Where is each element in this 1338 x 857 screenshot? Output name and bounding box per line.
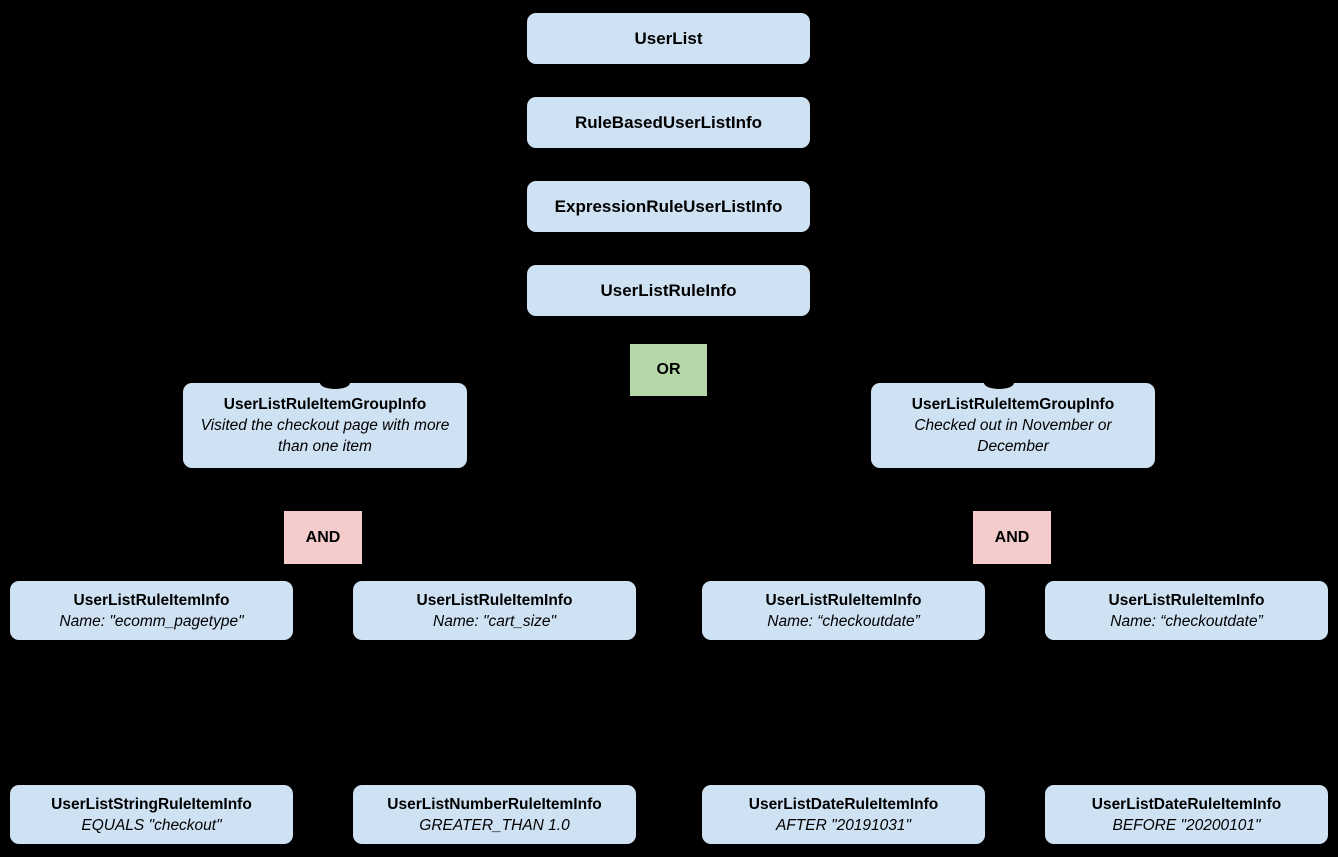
- rule-item-subtitle: Name: "ecomm_pagetype": [59, 612, 244, 630]
- rule-item-subtitle: Name: "cart_size": [433, 612, 556, 630]
- operand-title: UserListDateRuleItemInfo: [748, 795, 939, 813]
- node-userlistruleinfo: UserListRuleInfo: [527, 265, 810, 316]
- rule-item-subtitle: Name: “checkoutdate”: [767, 612, 920, 630]
- node-date-rule-item-before: UserListDateRuleItemInfo BEFORE "2020010…: [1045, 785, 1328, 844]
- operand-subtitle: AFTER "20191031": [775, 816, 912, 834]
- arrowhead-right-group: [984, 383, 1014, 389]
- and-operator-box-left: AND: [284, 511, 362, 564]
- group-left-description: Visited the checkout page with more than…: [200, 417, 450, 455]
- arrowhead-left-group: [320, 383, 350, 389]
- node-rule-item-group-right: UserListRuleItemGroupInfo Checked out in…: [871, 383, 1155, 468]
- group-right-description: Checked out in November or December: [914, 417, 1112, 455]
- or-operator-box: OR: [630, 344, 707, 396]
- node-string-rule-item: UserListStringRuleItemInfo EQUALS "check…: [10, 785, 293, 844]
- and-operator-left-label: AND: [305, 528, 341, 546]
- and-operator-box-right: AND: [973, 511, 1051, 564]
- node-userlist: UserList: [527, 13, 810, 64]
- rule-item-title: UserListRuleItemInfo: [1108, 591, 1265, 609]
- node-rule-item-ecomm-pagetype: UserListRuleItemInfo Name: "ecomm_pagety…: [10, 581, 293, 640]
- operand-subtitle: GREATER_THAN 1.0: [419, 816, 570, 834]
- node-rulebaseduserlistinfo-label: RuleBasedUserListInfo: [574, 112, 763, 132]
- node-expressionruleuserlistinfo: ExpressionRuleUserListInfo: [527, 181, 810, 232]
- operand-title: UserListNumberRuleItemInfo: [387, 795, 602, 813]
- node-rule-item-checkoutdate-1: UserListRuleItemInfo Name: “checkoutdate…: [702, 581, 985, 640]
- operand-title: UserListStringRuleItemInfo: [51, 795, 252, 813]
- group-left-title: UserListRuleItemGroupInfo: [223, 396, 427, 413]
- node-rule-item-group-left: UserListRuleItemGroupInfo Visited the ch…: [183, 383, 467, 468]
- node-userlist-label: UserList: [634, 28, 703, 48]
- rule-item-title: UserListRuleItemInfo: [73, 591, 230, 609]
- operand-subtitle: BEFORE "20200101": [1112, 816, 1261, 834]
- rule-item-title: UserListRuleItemInfo: [416, 591, 573, 609]
- node-userlistruleinfo-label: UserListRuleInfo: [600, 280, 737, 300]
- rule-item-title: UserListRuleItemInfo: [765, 591, 922, 609]
- operand-subtitle: EQUALS "checkout": [81, 816, 222, 834]
- and-operator-right-label: AND: [994, 528, 1030, 546]
- node-rulebaseduserlistinfo: RuleBasedUserListInfo: [527, 97, 810, 148]
- operand-title: UserListDateRuleItemInfo: [1091, 795, 1282, 813]
- node-number-rule-item: UserListNumberRuleItemInfo GREATER_THAN …: [353, 785, 636, 844]
- rule-item-subtitle: Name: “checkoutdate”: [1110, 612, 1263, 630]
- node-rule-item-checkoutdate-2: UserListRuleItemInfo Name: “checkoutdate…: [1045, 581, 1328, 640]
- node-rule-item-cart-size: UserListRuleItemInfo Name: "cart_size": [353, 581, 636, 640]
- node-date-rule-item-after: UserListDateRuleItemInfo AFTER "20191031…: [702, 785, 985, 844]
- node-expressionruleuserlistinfo-label: ExpressionRuleUserListInfo: [554, 196, 783, 216]
- or-operator-label: OR: [656, 361, 681, 378]
- group-right-title: UserListRuleItemGroupInfo: [911, 396, 1115, 413]
